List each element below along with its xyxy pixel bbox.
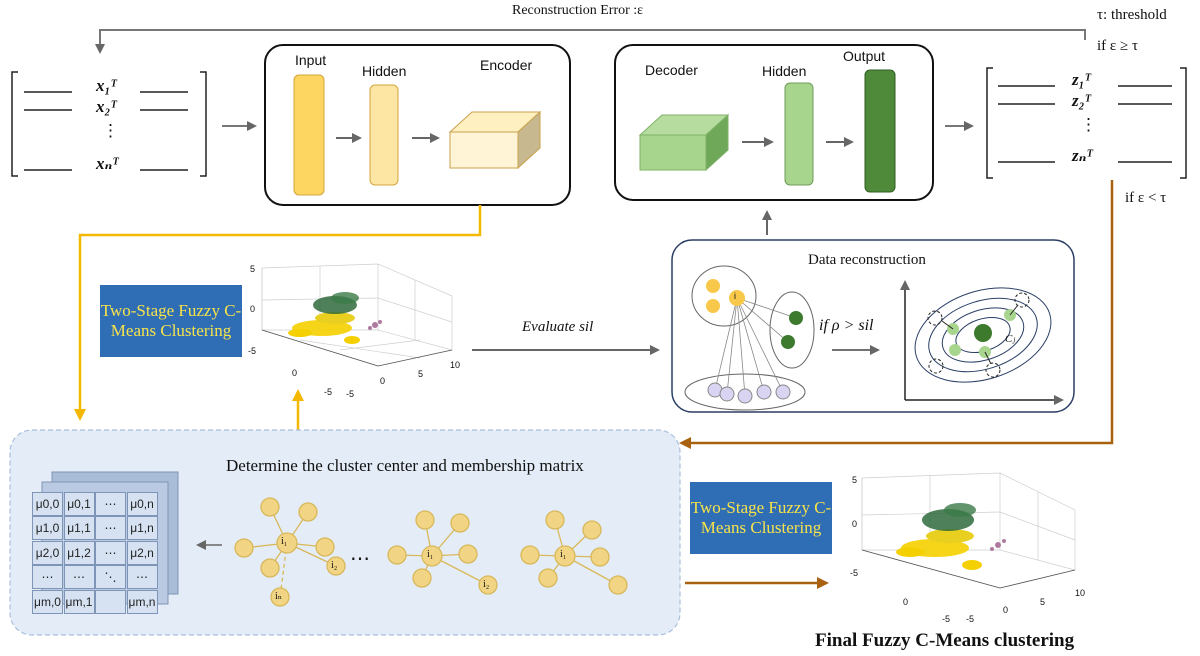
- hidden-layer-encoder: [369, 84, 399, 186]
- input-row-2: x₂ᵀ: [96, 97, 117, 116]
- cluster-contour-plot: [900, 280, 1064, 405]
- plot2-y-tick-10: 10: [1075, 588, 1086, 598]
- reconstruction-error-label: Reconstruction Error :ε: [512, 3, 644, 18]
- decoder-hidden-label: Hidden: [762, 63, 807, 79]
- output-row-2: z₂ᵀ: [1072, 91, 1091, 110]
- center-cj-label: Cⱼ: [1005, 333, 1016, 345]
- graphs-ellipsis: ⋯: [350, 548, 370, 570]
- output-row-ellipsis: ⋮: [1080, 115, 1097, 134]
- plot2-y-tick-m5: -5: [966, 614, 975, 624]
- membership-cell: ⋯: [95, 492, 126, 516]
- graph1-i1: i₁: [281, 536, 288, 547]
- membership-cell: μ1,2: [63, 540, 95, 565]
- plot1-x-tick-m5: -5: [324, 387, 333, 397]
- membership-cell: μ0,1: [63, 492, 95, 516]
- evaluate-sil-label: Evaluate sil: [522, 319, 594, 335]
- membership-cell: μ1,0: [32, 516, 63, 541]
- plot2-x-tick-0: 0: [903, 597, 909, 607]
- decoder-label: Decoder: [645, 62, 698, 78]
- encoder-hidden-label: Hidden: [362, 63, 407, 79]
- plot1-y-tick-m5: -5: [346, 389, 355, 399]
- graph3-i1: i₁: [560, 549, 567, 560]
- plot2-x-tick-m5: -5: [942, 614, 951, 624]
- membership-cell: μ0,0: [32, 492, 63, 516]
- membership-cell: μm,1: [63, 589, 95, 614]
- plot1-z-tick-5: 5: [250, 264, 256, 274]
- membership-cell: ⋯: [95, 516, 126, 541]
- center-graph-1: [234, 497, 346, 607]
- membership-cell: μ2,0: [32, 540, 63, 565]
- membership-cell: μ2,n: [126, 540, 158, 565]
- reconstruction-panel: [671, 239, 1075, 413]
- scatter-plot-1: [261, 263, 453, 367]
- input-row-n: xₙᵀ: [96, 154, 119, 173]
- membership-cell: [95, 589, 126, 614]
- encoder-to-clustering-arrow: [74, 205, 482, 421]
- bottom-panel-title: Determine the cluster center and members…: [226, 456, 584, 475]
- feedback-arrow: [95, 29, 1086, 54]
- plot2-y-tick-0: 0: [1003, 605, 1009, 615]
- condition-lt-label: if ε < τ: [1125, 190, 1167, 206]
- plot2-y-tick-5: 5: [1040, 597, 1046, 607]
- membership-cell: μ1,1: [63, 516, 95, 541]
- graph1-i2: i₂: [331, 560, 338, 571]
- data-reconstruction-title: Data reconstruction: [808, 252, 926, 268]
- graph2-i2: i₂: [483, 579, 490, 590]
- rho-condition-label: if ρ > sil: [819, 317, 874, 334]
- membership-cell: ⋯: [95, 540, 126, 565]
- membership-cell: μ1,n: [126, 516, 158, 541]
- decoder-box: [614, 44, 934, 201]
- plot1-z-tick-m5: -5: [248, 346, 257, 356]
- condition-ge-label: if ε ≥ τ: [1097, 38, 1138, 54]
- encoder-box: [264, 44, 571, 206]
- graph1-in: iₙ: [275, 591, 283, 602]
- encoder-label: Encoder: [480, 57, 533, 73]
- center-graph-3: [520, 510, 628, 595]
- decoder-cube: [638, 113, 730, 172]
- hidden-layer-decoder: [784, 82, 814, 186]
- plot1-z-tick-0: 0: [250, 304, 256, 314]
- plot1-y-tick-10: 10: [450, 360, 461, 370]
- input-row-1: x₁ᵀ: [96, 76, 117, 95]
- membership-cell: ⋱: [95, 565, 126, 590]
- membership-cell: ⋯: [126, 565, 158, 590]
- plot2-z-tick-0: 0: [852, 519, 858, 529]
- output-layer: [864, 69, 896, 193]
- encoder-cube: [448, 110, 542, 170]
- output-row-1: z₁ᵀ: [1072, 70, 1091, 89]
- input-matrix: [11, 71, 207, 177]
- graph2-i1: i₁: [427, 549, 434, 560]
- membership-cell: ⋯: [63, 565, 95, 590]
- final-caption: Final Fuzzy C-Means clustering: [815, 630, 1075, 651]
- brown-return-arrow: [679, 180, 1114, 449]
- input-layer: [293, 74, 325, 196]
- membership-cell: μm,n: [126, 589, 158, 614]
- membership-cell: μ0,n: [126, 492, 158, 516]
- threshold-label: τ: threshold: [1097, 7, 1167, 23]
- input-row-ellipsis: ⋮: [102, 121, 119, 140]
- output-matrix: [986, 67, 1187, 179]
- center-graph-2: [387, 510, 498, 595]
- two-stage-fcm-box-2: Two-Stage Fuzzy C-Means Clustering: [690, 482, 832, 554]
- two-stage-fcm-box-1: Two-Stage Fuzzy C-Means Clustering: [100, 285, 242, 357]
- output-row-n: zₙᵀ: [1072, 146, 1093, 165]
- membership-cell: μm,0: [32, 589, 63, 614]
- plot1-y-tick-5: 5: [418, 369, 424, 379]
- decoder-output-label: Output: [843, 48, 886, 64]
- plot1-y-tick-0: 0: [380, 376, 386, 386]
- recon-node-i-label: i: [734, 291, 736, 301]
- encoder-input-label: Input: [295, 52, 327, 68]
- membership-cell: ⋯: [32, 565, 63, 590]
- plot2-z-tick-5: 5: [852, 475, 858, 485]
- plot2-z-tick-m5: -5: [850, 568, 859, 578]
- reconstruction-graph: [684, 265, 815, 411]
- scatter-plot-2: [861, 472, 1076, 589]
- plot1-x-tick-0: 0: [292, 368, 298, 378]
